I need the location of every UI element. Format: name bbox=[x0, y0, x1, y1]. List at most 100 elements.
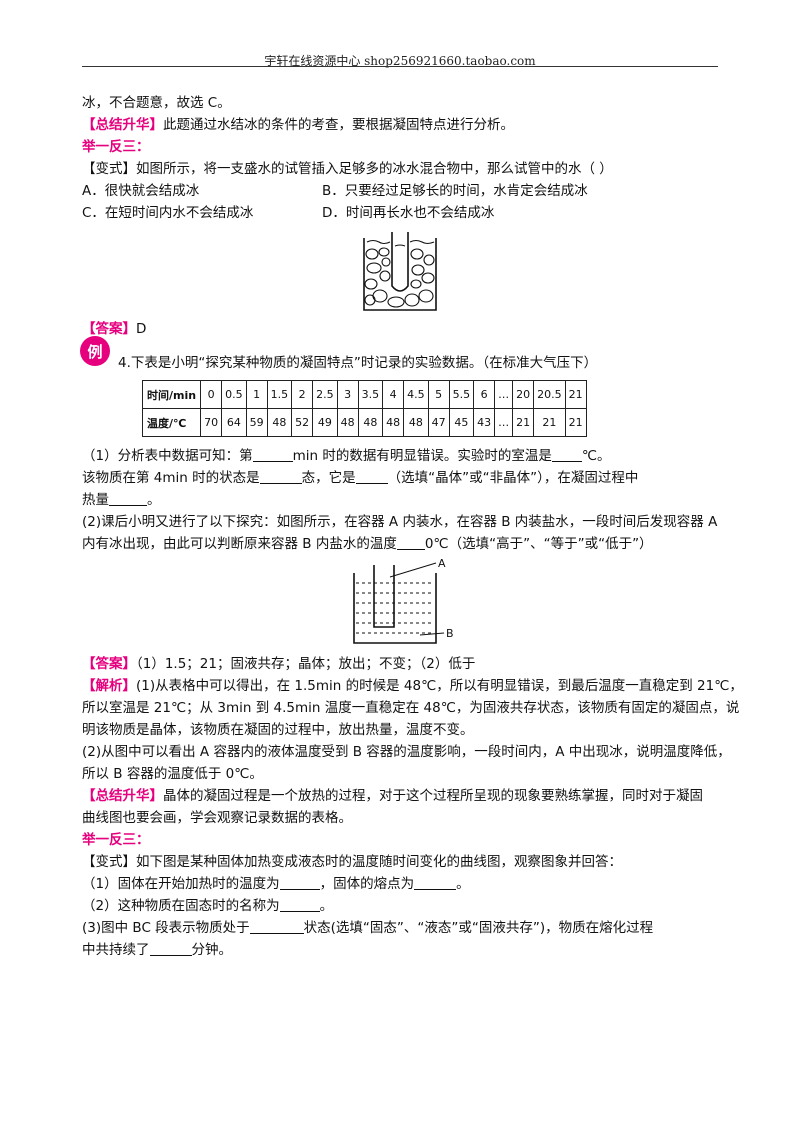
table-cell: 47 bbox=[427, 408, 450, 437]
page-header: 宇轩在线资源中心 shop256921660.taobao.com bbox=[264, 54, 536, 68]
table-cell: 4.5 bbox=[403, 380, 429, 409]
table-row-temp: 温度/℃ 70 64 59 48 52 49 48 48 48 48 47 45… bbox=[141, 408, 587, 437]
table-cell: 48 bbox=[357, 408, 384, 437]
table-cell: 20.5 bbox=[533, 380, 566, 409]
summary-text: 晶体的凝固过程是一个放热的过程，对于这个过程所呈现的现象要熟练掌握，同时对于凝固 bbox=[163, 788, 703, 804]
options-row-2: C．在短时间内水不会结成冰 D．时间再长水也不会结成冰 bbox=[82, 202, 718, 224]
blank bbox=[249, 919, 304, 934]
table-cell: 5.5 bbox=[448, 380, 475, 409]
text-span: 。 bbox=[319, 898, 334, 914]
text-span: （1）固体在开始加热时的温度为 bbox=[82, 876, 280, 892]
text-span: 内有冰出现，由此可以判断原来容器 B 内盐水的温度 bbox=[82, 536, 397, 552]
answer-line-2: 【答案】（1）1.5；21；固液共存；晶体；放出；不变；（2）低于 bbox=[82, 653, 718, 675]
table-cell: 21 bbox=[512, 408, 535, 437]
option-c: C．在短时间内水不会结成冰 bbox=[82, 205, 254, 221]
practice-heading-2: 举一反三： bbox=[82, 832, 150, 848]
part1-line-3: 热量 。 bbox=[82, 489, 718, 511]
table-cell: 64 bbox=[221, 408, 247, 437]
part2-line-2: 内有冰出现，由此可以判断原来容器 B 内盐水的温度 0℃（选填“高于”、“等于”或… bbox=[82, 533, 718, 555]
table-cell: 2 bbox=[291, 380, 314, 409]
text-span: 态，它是 bbox=[301, 470, 356, 486]
explanation-line-4: (2)从图中可以看出 A 容器内的液体温度受到 B 容器的温度影响，一段时间内，… bbox=[82, 744, 731, 760]
question-4: 4.下表是小明“探究某种物质的凝固特点”时记录的实验数据。（在标准大气压下） bbox=[118, 355, 598, 371]
text-span: （选填“晶体”或“非晶体”），在凝固过程中 bbox=[387, 470, 639, 486]
label-b: B bbox=[446, 627, 454, 640]
explanation-line-1: 【解析】(1)从表格中可以得出，在 1.5min 的时候是 48℃，所以有明显错… bbox=[82, 675, 743, 697]
summary-line-2: 【总结升华】晶体的凝固过程是一个放热的过程，对于这个过程所呈现的现象要熟练掌握，… bbox=[82, 785, 718, 807]
table-cell: 21 bbox=[564, 408, 587, 437]
question-4-line: 例 4.下表是小明“探究某种物质的凝固特点”时记录的实验数据。（在标准大气压下） bbox=[80, 336, 718, 374]
variant-2-q1: （1）固体在开始加热时的温度为 ，固体的熔点为 。 bbox=[82, 873, 718, 895]
table-cell: 0 bbox=[200, 380, 223, 409]
table-header-time: 时间/min bbox=[141, 380, 202, 409]
table-cell: 20 bbox=[512, 380, 535, 409]
blank bbox=[279, 897, 320, 912]
text-span: （1）分析表中数据可知：第 bbox=[82, 448, 253, 464]
blank bbox=[279, 875, 320, 890]
text-span: (3)图中 BC 段表示物质处于 bbox=[82, 920, 250, 936]
table-cell: 59 bbox=[245, 408, 268, 437]
text-span: 中共持续了 bbox=[82, 942, 150, 958]
variant-2-q3: (3)图中 BC 段表示物质处于状态(选填“固态”、“液态”或“固液共存”)，物… bbox=[82, 917, 718, 939]
option-d: D．时间再长水也不会结成冰 bbox=[322, 205, 495, 221]
table-cell: 2.5 bbox=[312, 380, 338, 409]
variant-question: 【变式】如图所示，将一支盛水的试管插入足够多的冰水混合物中，那么试管中的水（ ） bbox=[82, 161, 613, 177]
blank bbox=[551, 447, 582, 462]
blank bbox=[149, 941, 192, 956]
explanation-tag: 【解析】 bbox=[82, 678, 136, 694]
practice-heading: 举一反三： bbox=[82, 139, 150, 155]
table-row-time: 时间/min 0 0.5 1 1.5 2 2.5 3 3.5 4 4.5 5 5… bbox=[141, 380, 587, 409]
variant-2-question: 【变式】如下图是某种固体加热变成液态时的温度随时间变化的曲线图，观察图象并回答： bbox=[82, 854, 622, 870]
table-cell: 21 bbox=[533, 408, 566, 437]
summary-line-3: 曲线图也要会画，学会观察记录数据的表格。 bbox=[82, 810, 352, 826]
variant-2-q4: 中共持续了分钟。 bbox=[82, 939, 718, 961]
table-cell: 5 bbox=[427, 380, 450, 409]
summary-line: 【总结升华】此题通过水结冰的条件的考查，要根据凝固特点进行分析。 bbox=[82, 114, 718, 136]
table-cell: 21 bbox=[564, 380, 587, 409]
options-row-1: A．很快就会结成冰 B．只要经过足够长的时间，水肯定会结成冰 bbox=[82, 180, 718, 202]
part2-line-1: (2)课后小明又进行了以下探究：如图所示，在容器 A 内装水，在容器 B 内装盐… bbox=[82, 514, 718, 530]
part1-line-1: （1）分析表中数据可知：第 min 时的数据有明显错误。实验时的室温是 ℃。 bbox=[82, 445, 718, 467]
text-span: （2）这种物质在固态时的名称为 bbox=[82, 898, 280, 914]
variant-2-q2: （2）这种物质在固态时的名称为 。 bbox=[82, 895, 718, 917]
table-cell: 48 bbox=[266, 408, 293, 437]
explanation-line-5: 所以 B 容器的温度低于 0℃。 bbox=[82, 766, 263, 782]
summary-tag: 【总结升华】 bbox=[82, 788, 163, 804]
blank bbox=[355, 469, 388, 484]
table-cell: 70 bbox=[200, 408, 223, 437]
text-span: 该物质在第 4min 时的状态是 bbox=[82, 470, 260, 486]
table-cell: … bbox=[494, 408, 514, 437]
text-span: 热量 bbox=[82, 492, 109, 508]
table-cell: 48 bbox=[336, 408, 359, 437]
table-cell: 3 bbox=[336, 380, 359, 409]
header-rule bbox=[82, 66, 718, 67]
answer-text: （1）1.5；21；固液共存；晶体；放出；不变；（2）低于 bbox=[136, 656, 476, 672]
answer-text: D bbox=[136, 321, 147, 337]
table-cell: 49 bbox=[312, 408, 338, 437]
text-span: ，固体的熔点为 bbox=[319, 876, 415, 892]
blank bbox=[109, 491, 147, 506]
text-span: 。 bbox=[456, 876, 470, 892]
part1-line-2: 该物质在第 4min 时的状态是 态，它是 （选填“晶体”或“非晶体”），在凝固过程… bbox=[82, 467, 718, 489]
text-span: ℃。 bbox=[581, 448, 611, 464]
table-cell: 48 bbox=[403, 408, 429, 437]
page-content: 冰，不合题意，故选 C。 【总结升华】此题通过水结冰的条件的考查，要根据凝固特点… bbox=[80, 92, 743, 961]
table-header-temp: 温度/℃ bbox=[141, 408, 202, 437]
summary-text: 此题通过水结冰的条件的考查，要根据凝固特点进行分析。 bbox=[163, 117, 514, 133]
table-cell: 45 bbox=[448, 408, 475, 437]
text-span: 。 bbox=[147, 492, 161, 508]
table-cell: 1.5 bbox=[266, 380, 293, 409]
text-span: 0℃（选填“高于”、“等于”或“低于”） bbox=[424, 536, 653, 552]
option-b: B．只要经过足够长的时间，水肯定会结成冰 bbox=[322, 183, 588, 199]
ice-beaker-figure bbox=[363, 232, 437, 311]
container-figure: A B bbox=[353, 559, 454, 644]
data-table: 时间/min 0 0.5 1 1.5 2 2.5 3 3.5 4 4.5 5 5… bbox=[141, 380, 587, 437]
explanation-text: (1)从表格中可以得出，在 1.5min 的时候是 48℃，所以有明显错误，到最… bbox=[136, 678, 743, 694]
text-span: min 时的数据有明显错误。实验时的室温是 bbox=[292, 448, 552, 464]
blank bbox=[259, 469, 302, 484]
answer-tag: 【答案】 bbox=[82, 656, 136, 672]
option-a: A．很快就会结成冰 bbox=[82, 183, 200, 199]
table-cell: 4 bbox=[382, 380, 405, 409]
answer-tag: 【答案】 bbox=[82, 321, 136, 337]
table-cell: … bbox=[494, 380, 514, 409]
